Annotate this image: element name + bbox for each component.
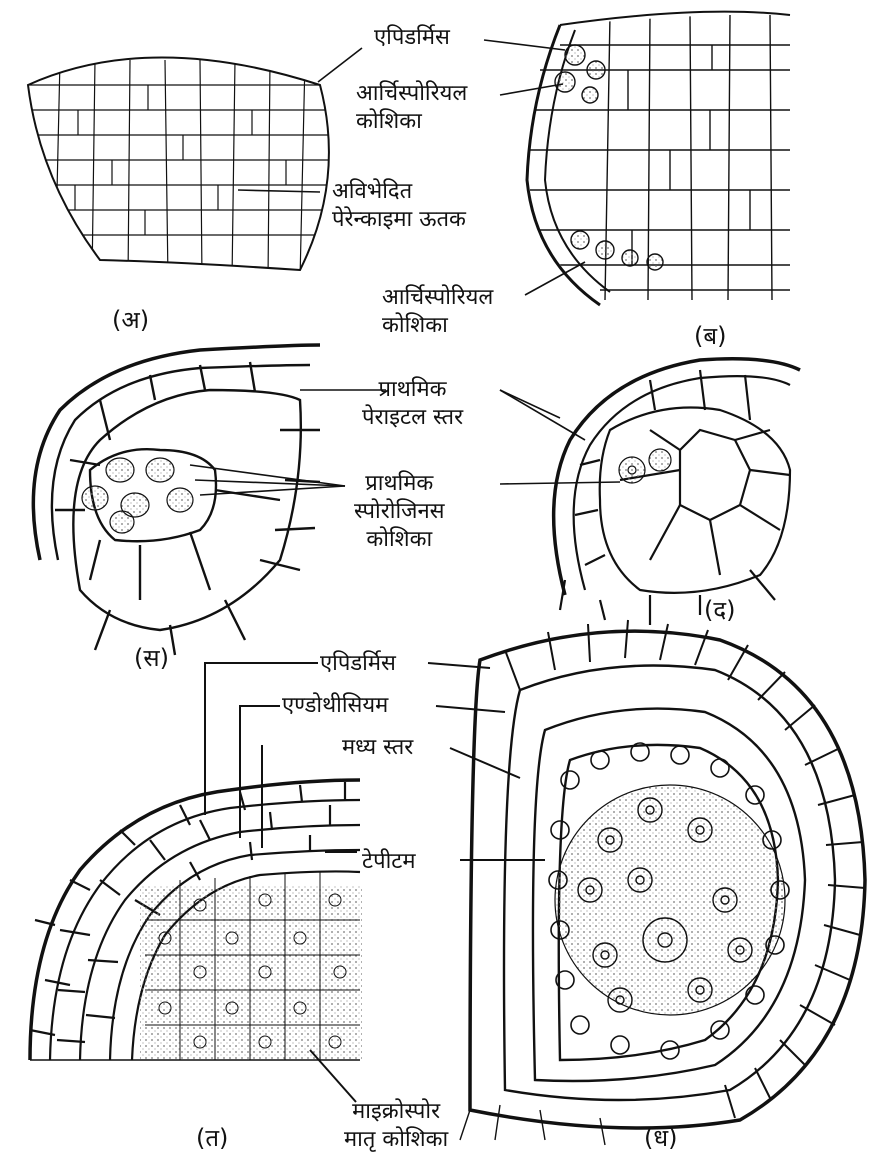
label-microspore-mother-cell-line1: माइक्रोस्पोर — [344, 1098, 448, 1126]
label-archesporial-bottom-line2: कोशिका — [382, 312, 493, 340]
label-primary-sporogenous: प्राथमिक स्पोरोजिनस कोशिका — [354, 470, 445, 554]
label-archesporial-top-line2: कोशिका — [356, 108, 467, 136]
label-archesporial-bottom-line1: आर्चिस्पोरियल — [382, 284, 493, 312]
label-middle-layer: मध्य स्तर — [342, 734, 413, 762]
label-microspore-mother-cell-line2: मातृ कोशिका — [344, 1126, 448, 1154]
panel-a-tissue — [20, 58, 340, 281]
panel-e-tissue — [30, 780, 362, 1060]
label-archesporial-top: आर्चिस्पोरियल कोशिका — [356, 80, 467, 136]
panel-f-tissue — [460, 620, 865, 1145]
label-microspore-mother-cell: माइक्रोस्पोर मातृ कोशिका — [344, 1098, 448, 1154]
label-undifferentiated: अविभेदित पेरेन्काइमा ऊतक — [332, 178, 466, 234]
label-primary-sporogenous-line3: कोशिका — [354, 526, 445, 554]
label-undifferentiated-line1: अविभेदित — [332, 178, 466, 206]
panel-a-leaders — [238, 48, 362, 192]
label-archesporial-top-line1: आर्चिस्पोरियल — [356, 80, 467, 108]
panel-f-leaders — [428, 663, 545, 860]
label-endothecium: एण्डोथीसियम — [282, 692, 388, 720]
panel-d-tissue — [554, 359, 800, 625]
label-epidermis-top: एपिडर्मिस — [374, 24, 450, 52]
panel-b-label: (ब) — [694, 322, 726, 350]
label-primary-parietal-line2: पेराइटल स्तर — [362, 404, 463, 432]
label-tapetum: टेपीटम — [362, 848, 416, 876]
panel-b-tissue — [527, 12, 790, 305]
label-archesporial-bottom: आर्चिस्पोरियल कोशिका — [382, 284, 493, 340]
panel-c-tissue — [33, 345, 320, 655]
panel-d-label: (द) — [704, 596, 735, 624]
label-primary-parietal-line1: प्राथमिक — [362, 376, 463, 404]
panel-e-label: (त) — [196, 1124, 228, 1152]
label-primary-parietal: प्राथमिक पेराइटल स्तर — [362, 376, 463, 432]
panel-c-label: (स) — [134, 644, 169, 672]
label-primary-sporogenous-line1: प्राथमिक — [354, 470, 445, 498]
panel-a-label: (अ) — [112, 306, 149, 334]
label-primary-sporogenous-line2: स्पोरोजिनस — [354, 498, 445, 526]
label-epidermis-bottom: एपिडर्मिस — [320, 650, 396, 678]
label-undifferentiated-line2: पेरेन्काइमा ऊतक — [332, 206, 466, 234]
panel-f-label: (ध) — [644, 1124, 678, 1152]
